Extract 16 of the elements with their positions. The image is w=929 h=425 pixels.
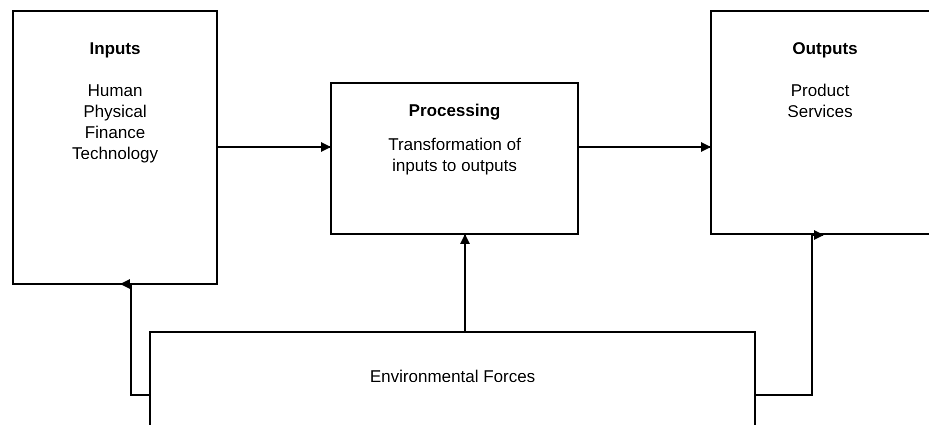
box-heading: Inputs [88, 39, 142, 59]
process-box [330, 82, 579, 235]
arrow [579, 142, 711, 152]
process-box [710, 10, 929, 235]
arrow [218, 142, 331, 152]
box-text: Environmental Forces [370, 366, 536, 387]
process-box [149, 331, 756, 425]
arrow [120, 279, 149, 396]
box-text: Human Physical Finance Technology [72, 80, 158, 164]
box-text: Product Services [787, 80, 853, 122]
box-text: Transformation of inputs to outputs [387, 134, 522, 176]
box-heading: Outputs [791, 39, 859, 59]
process-box [12, 10, 218, 285]
box-heading: Processing [408, 101, 502, 121]
arrow [460, 234, 470, 331]
arrow [756, 230, 824, 396]
